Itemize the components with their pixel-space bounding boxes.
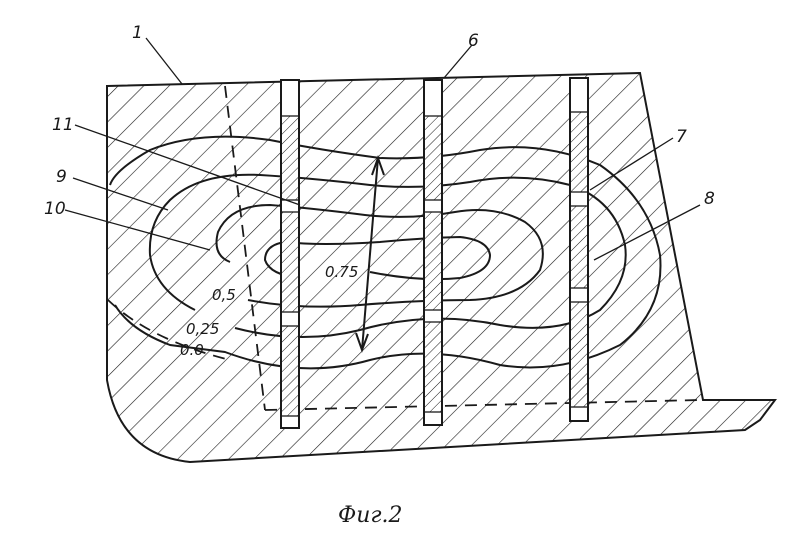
figure-caption: Фиг.2	[338, 503, 403, 528]
label-9: 9	[56, 167, 67, 187]
isoline-label-0.0: 0.0	[180, 341, 204, 359]
well-2	[424, 80, 442, 425]
label-1: 1	[132, 23, 143, 43]
isoline-label-0.75: 0.75	[325, 263, 358, 281]
isoline-label-0.25: 0,25	[186, 320, 219, 338]
label-7: 7	[676, 127, 687, 147]
well-3	[570, 78, 588, 421]
leader-1	[146, 38, 182, 84]
label-8: 8	[704, 189, 715, 209]
label-6: 6	[468, 31, 479, 51]
well-1	[281, 80, 299, 428]
label-11: 11	[52, 115, 74, 135]
isoline-label-0.5: 0,5	[212, 286, 236, 304]
label-10: 10	[44, 199, 66, 219]
